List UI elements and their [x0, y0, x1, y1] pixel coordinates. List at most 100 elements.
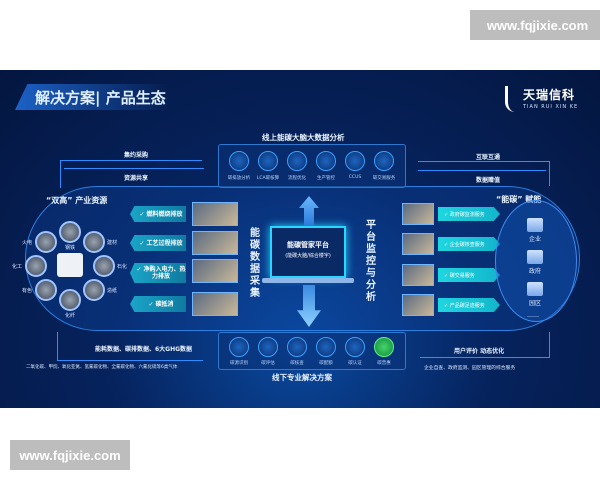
online-service-icon[interactable]	[287, 151, 307, 171]
online-service-label: 碳交易服务	[372, 176, 396, 181]
platform-sub: (能碳大脑/综合楼宇)	[285, 253, 331, 259]
bottom-left-title: 能耗数据、碳排数据、6大GHG数据	[95, 346, 193, 353]
logo-mark-icon	[505, 86, 517, 112]
emission-chip: ✓ 碳抵消	[130, 296, 186, 312]
service-photo	[402, 294, 434, 316]
service-chip[interactable]: ✓ 政府碳监测服务	[438, 207, 500, 221]
offline-service-label: 碳评估	[261, 361, 275, 366]
service-photo	[402, 203, 434, 225]
industry-icon	[59, 221, 81, 243]
service-chip[interactable]: ✓ 碳交易服务	[438, 268, 500, 282]
slide: 解决方案| 产品生态 天瑞信科 TIAN RUI XIN KE 线上能碳大脑大数…	[0, 70, 600, 408]
service-photo	[402, 233, 434, 255]
industry-label: 火电	[21, 239, 32, 246]
up-arrow-icon	[299, 196, 319, 226]
arrow-line	[418, 170, 546, 171]
offline-panel: 碳源识别 碳评估 碳核查 碳配额 碳认证 碳普惠	[218, 332, 406, 370]
industry-label: 石化	[117, 264, 128, 270]
emission-photo	[192, 292, 238, 316]
industry-icon	[34, 279, 57, 302]
empower-label: 企业	[528, 236, 541, 243]
emission-photo	[192, 202, 238, 226]
online-service-icon[interactable]	[258, 151, 278, 171]
arrow-label-data-value: 数据赠值	[476, 177, 501, 184]
offline-service-label: 碳核查	[290, 361, 304, 366]
offline-title: 线下专业解决方案	[272, 373, 332, 382]
service-chip[interactable]: ✓ 产品碳足迹服务	[438, 298, 500, 312]
online-panel: 碳排放分析 LCA碳核算 流程优化 生产管控 CCUS 碳交易服务	[218, 144, 406, 188]
logo-cn: 天瑞信科	[523, 88, 576, 102]
online-service-label: CCUS	[348, 175, 362, 180]
laptop-base	[262, 278, 354, 283]
offline-service-label: 碳配额	[319, 361, 333, 366]
emission-photo	[192, 231, 238, 255]
empower-label: 政府	[528, 268, 541, 275]
empower-park-icon	[527, 282, 543, 296]
industry-title: “双高” 产业资源	[46, 196, 108, 205]
logo: 天瑞信科 TIAN RUI XIN KE	[505, 84, 585, 116]
arrow-line	[549, 161, 550, 186]
industry-label: 化纤	[65, 313, 76, 319]
service-chip[interactable]: ✓ 企业碳核查服务	[438, 237, 500, 251]
factory-image	[57, 253, 83, 277]
industry-icon	[83, 230, 106, 253]
online-service-icon[interactable]	[345, 151, 365, 171]
arrow-line	[64, 168, 204, 169]
online-service-icon[interactable]	[374, 151, 394, 171]
gas-list: 二氧化碳、甲烷、氧化亚氮、氢氟碳化物、全氟碳化物、六氟化硫等6类气体	[26, 365, 178, 370]
bottom-right-title: 用户评价 动态优化	[454, 348, 505, 355]
industry-label: 有色	[21, 288, 32, 295]
online-service-icon[interactable]	[316, 151, 336, 171]
empower-label: 园区	[528, 300, 541, 307]
offline-service-label: 碳源识别	[230, 361, 248, 366]
offline-service-icon[interactable]	[229, 337, 249, 357]
industry-label: 建材	[107, 239, 118, 246]
offline-service-icon[interactable]	[316, 337, 336, 357]
emission-chip: ✓ 燃料燃烧排放	[130, 206, 186, 222]
offline-service-label: 碳普惠	[377, 361, 391, 366]
online-service-label: 碳排放分析	[227, 176, 251, 181]
arrow-line	[418, 161, 550, 162]
online-service-label: 生产管控	[317, 176, 335, 181]
bottom-right-desc: 企业自查、政府监测、园区管理的综合服务	[424, 366, 516, 371]
watermark-bottom: www.fqjixie.com	[10, 440, 130, 470]
offline-service-icon[interactable]	[374, 337, 394, 357]
arrow-label-sharing: 资源共享	[124, 175, 149, 182]
arrow-line	[60, 160, 202, 161]
emission-photo	[192, 259, 238, 283]
arrow-line	[60, 160, 61, 188]
arrow-label-interconnect: 互联互通	[476, 154, 501, 161]
slide-title: 解决方案| 产品生态	[15, 84, 170, 110]
empower-government-icon	[527, 250, 543, 264]
industry-label: 化工	[12, 264, 23, 270]
offline-service-icon[interactable]	[345, 337, 365, 357]
arrow-line	[57, 332, 58, 360]
industry-label: 钢铁	[65, 245, 76, 251]
online-service-label: LCA碳核算	[256, 176, 280, 181]
emission-chip: ✓ 工艺过程排放	[130, 235, 186, 251]
arrow-line	[420, 357, 550, 358]
empower-title: “能碳” 赋能	[496, 195, 542, 204]
industry-icon	[83, 279, 106, 302]
industry-icon	[59, 289, 81, 311]
industry-label: 造纸	[107, 288, 118, 295]
emission-chip: ✓ 净购入电力、热力排放	[130, 263, 186, 283]
online-service-icon[interactable]	[229, 151, 249, 171]
monitor-label: 平台监控与分析	[366, 220, 376, 303]
arrow-line	[57, 360, 203, 361]
service-photo	[402, 264, 434, 286]
watermark-top: www.fqjixie.com	[470, 10, 600, 40]
empower-enterprise-icon	[527, 218, 543, 232]
offline-service-icon[interactable]	[258, 337, 278, 357]
offline-service-label: 碳认证	[348, 361, 362, 366]
industry-icon	[25, 255, 47, 277]
empower-more: ……	[527, 312, 539, 319]
platform-screen[interactable]: 能碳管家平台 (能碳大脑/综合楼宇)	[270, 226, 346, 278]
collect-label: 能碳数据采集	[250, 228, 260, 299]
logo-en: TIAN RUI XIN KE	[523, 104, 579, 110]
online-title: 线上能碳大脑大数据分析	[262, 133, 345, 142]
arrow-line	[549, 332, 550, 358]
offline-service-icon[interactable]	[287, 337, 307, 357]
industry-icon	[93, 255, 115, 277]
online-service-label: 流程优化	[288, 176, 306, 181]
